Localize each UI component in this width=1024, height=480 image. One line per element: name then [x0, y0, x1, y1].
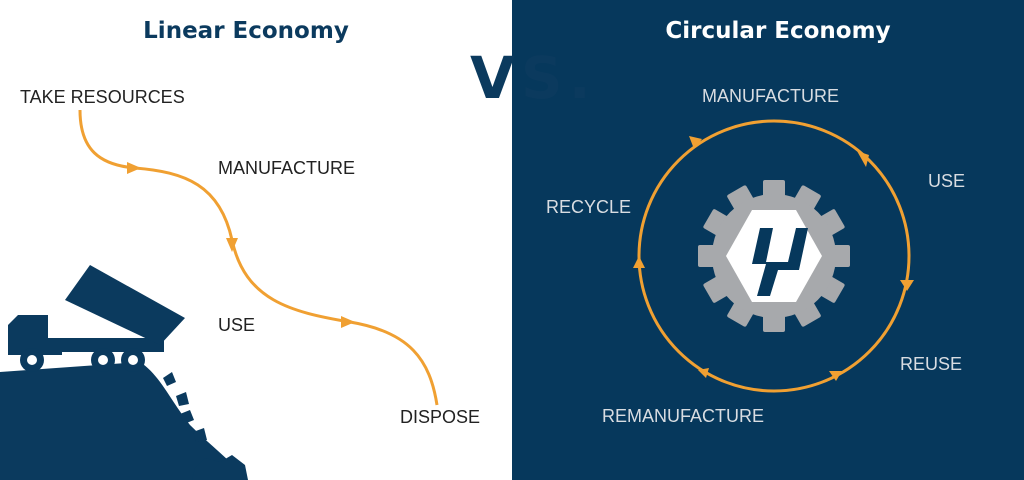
circular-step-reuse: REUSE [900, 354, 963, 374]
cycle-arrow-1 [689, 136, 702, 149]
falling-debris-icon [163, 372, 207, 442]
linear-step-manufacture: MANUFACTURE [218, 158, 356, 178]
circular-step-remanufacture: REMANUFACTURE [602, 406, 765, 426]
cycle-arrow-3 [900, 280, 914, 291]
truck-wheel-hubs [27, 355, 138, 365]
landfill-hill-icon [0, 362, 248, 480]
versus-label: VS. [470, 44, 597, 112]
linear-step-use: USE [218, 315, 256, 335]
cycle-arrow-5 [698, 368, 709, 378]
debris-pile-icon [192, 455, 248, 480]
cycle-arrow-2 [857, 151, 869, 167]
flow-arrow-3 [341, 316, 355, 328]
cycle-arrow-6 [633, 256, 645, 268]
linear-economy-title: Linear Economy [143, 18, 349, 44]
linear-step-dispose: DISPOSE [400, 407, 481, 427]
circular-step-manufacture: MANUFACTURE [702, 86, 840, 106]
cycle-arrow-4 [829, 371, 842, 381]
flow-arrow-2 [226, 238, 238, 252]
linear-step-take-resources: TAKE RESOURCES [20, 87, 185, 107]
gear-logo-icon [698, 180, 850, 332]
flow-arrow-1 [127, 162, 141, 174]
circular-step-use: USE [928, 171, 966, 191]
dump-truck-icon [8, 265, 185, 372]
circular-economy-title: Circular Economy [665, 18, 891, 44]
circular-step-recycle: RECYCLE [546, 197, 632, 217]
